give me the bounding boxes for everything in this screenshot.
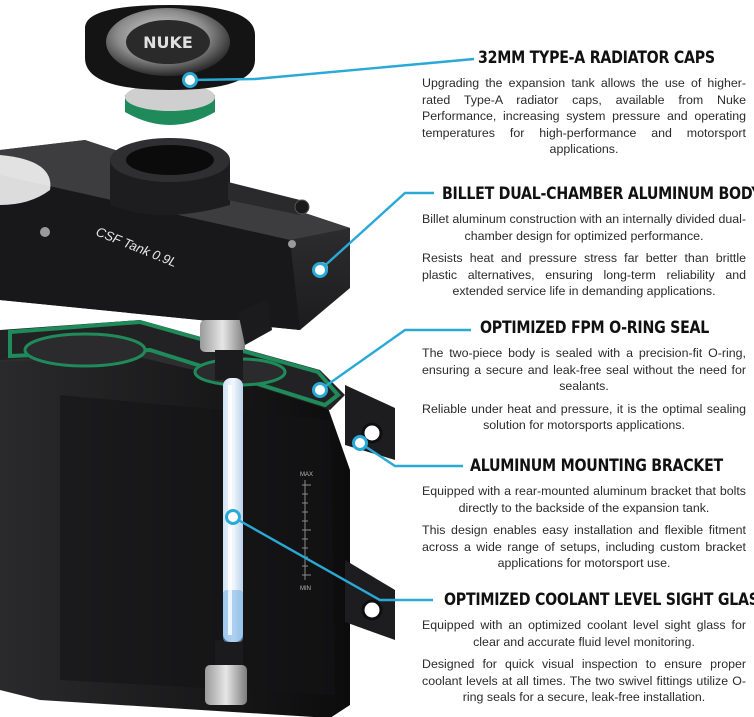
filler-neck bbox=[110, 138, 310, 215]
feature-title: OPTIMIZED COOLANT LEVEL SIGHT GLASS bbox=[444, 590, 754, 609]
callout-line-cap bbox=[189, 57, 475, 82]
feature-paragraph: Equipped with an optimized coolant level… bbox=[422, 618, 746, 649]
radiator-cap: NUKE bbox=[85, 5, 255, 125]
feature-aluminum-body: BILLET DUAL-CHAMBER ALUMINUM BODY Billet… bbox=[422, 184, 754, 306]
feature-paragraph: This design enables easy installation an… bbox=[422, 523, 746, 570]
mounting-bracket bbox=[345, 385, 395, 640]
swivel-fitting-top bbox=[200, 300, 272, 380]
feature-paragraph: Billet aluminum construction with an int… bbox=[422, 212, 746, 243]
feature-title: OPTIMIZED FPM O-RING SEAL bbox=[480, 318, 710, 337]
feature-paragraph: Designed for quick visual inspection to … bbox=[422, 657, 746, 704]
feature-mounting-bracket: ALUMINUM MOUNTING BRACKET Equipped with … bbox=[422, 456, 746, 578]
callout-line-oring bbox=[319, 328, 471, 391]
sight-min-label: MIN bbox=[300, 586, 311, 592]
feature-paragraph: Equipped with a rear-mounted aluminum br… bbox=[422, 484, 746, 515]
feature-paragraph: Resists heat and pressure stress far bet… bbox=[422, 251, 746, 298]
callout-line-sightglass bbox=[232, 515, 433, 602]
feature-title: ALUMINUM MOUNTING BRACKET bbox=[470, 456, 723, 475]
cap-label: NUKE bbox=[143, 33, 193, 52]
callout-line-bracket bbox=[359, 441, 463, 468]
feature-title: 32MM TYPE-A RADIATOR CAPS bbox=[478, 48, 715, 67]
callout-dot-sightglass bbox=[225, 509, 241, 525]
lower-body bbox=[0, 338, 350, 717]
feature-paragraph: The two-piece body is sealed with a prec… bbox=[422, 346, 746, 393]
callout-dot-oring bbox=[312, 382, 328, 398]
feature-oring-seal: OPTIMIZED FPM O-RING SEAL The two-piece … bbox=[422, 318, 746, 440]
feature-title: BILLET DUAL-CHAMBER ALUMINUM BODY bbox=[442, 184, 754, 203]
feature-paragraph: Reliable under heat and pressure, it is … bbox=[422, 401, 746, 433]
feature-paragraph: Upgrading the expansion tank allows the … bbox=[422, 76, 746, 156]
sight-max-label: MAX bbox=[300, 472, 313, 478]
callout-dot-bracket bbox=[352, 435, 368, 451]
callout-dot-body bbox=[312, 262, 328, 278]
feature-radiator-caps: 32MM TYPE-A RADIATOR CAPS Upgrading the … bbox=[422, 48, 746, 164]
callout-dots bbox=[182, 72, 368, 525]
feature-sight-glass: OPTIMIZED COOLANT LEVEL SIGHT GLASS Equi… bbox=[422, 590, 754, 712]
callout-line-body bbox=[319, 191, 434, 271]
swivel-fitting-bottom bbox=[205, 640, 247, 705]
callout-dot-cap bbox=[182, 72, 198, 88]
callout-lines bbox=[189, 57, 475, 602]
